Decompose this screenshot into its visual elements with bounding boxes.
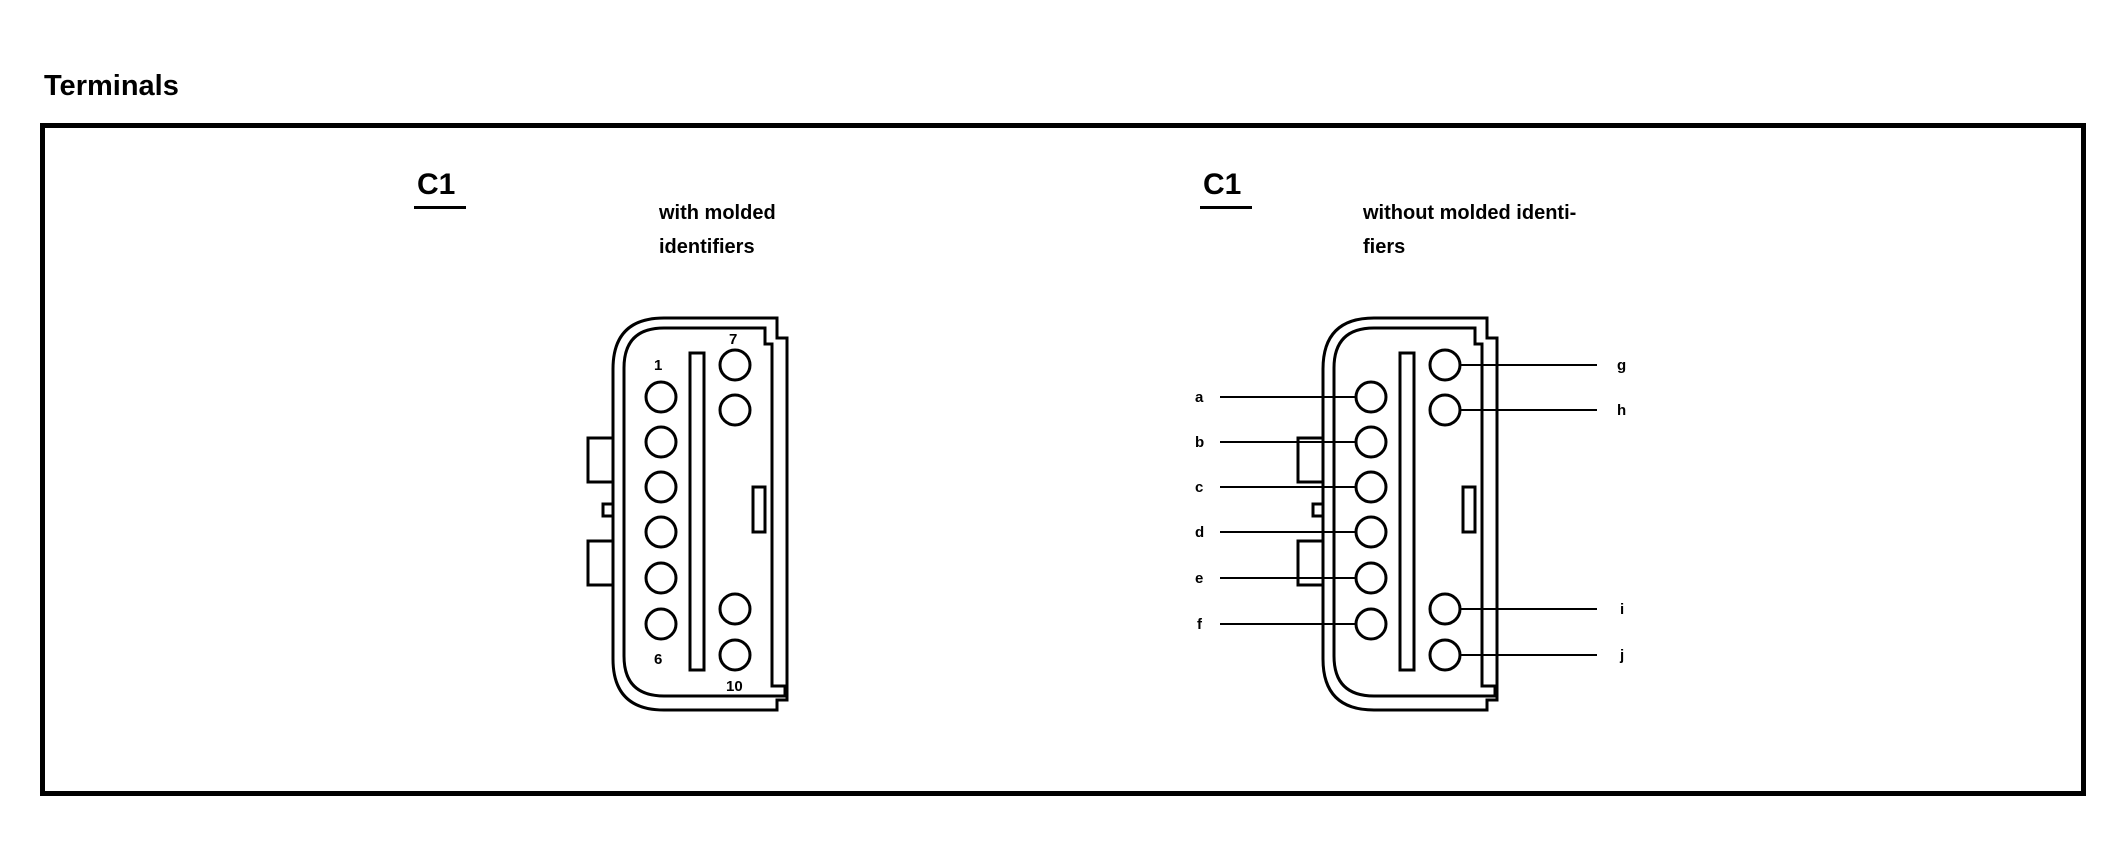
diagram-frame: [40, 123, 2086, 796]
pin-hole-left-1: [644, 380, 678, 414]
pin-hole-right-a: [1354, 380, 1388, 414]
pin-letter-a: a: [1195, 389, 1204, 406]
pin-letter-i: i: [1620, 601, 1624, 618]
pin-letter-d: d: [1195, 524, 1204, 541]
pin-hole-right-b: [1354, 425, 1388, 459]
pin-hole-left-5: [644, 561, 678, 595]
connector-right: [1296, 316, 1499, 712]
connector-title-right: C1: [1203, 168, 1242, 201]
pin-number-10: 10: [726, 678, 743, 695]
connector-right-outer-body: [1321, 316, 1499, 712]
connector-description-left: with molded identifiers: [659, 196, 776, 264]
connector-left-outer-body: [611, 316, 789, 712]
pin-hole-left-8: [718, 393, 752, 427]
pin-hole-left-7: [718, 348, 752, 382]
pin-number-6: 6: [654, 651, 662, 668]
pin-number-1: 1: [654, 357, 662, 374]
pin-hole-right-d: [1354, 515, 1388, 549]
pin-letter-j: j: [1619, 647, 1624, 664]
page-title: Terminals: [44, 70, 179, 102]
connector-right-inner-body: [1332, 326, 1497, 698]
connector-left-key: [601, 502, 615, 518]
pin-hole-right-i: [1428, 592, 1462, 626]
pin-hole-left-10: [718, 638, 752, 672]
connector-left-latch-top: [586, 436, 615, 484]
pin-hole-left-4: [644, 515, 678, 549]
pin-hole-right-j: [1428, 638, 1462, 672]
pin-letter-b: b: [1195, 434, 1204, 451]
pin-hole-right-f: [1354, 607, 1388, 641]
pin-hole-left-2: [644, 425, 678, 459]
connector-description-left-line2: identifiers: [659, 236, 755, 258]
connector-left-divider: [688, 351, 706, 672]
pin-hole-left-9: [718, 592, 752, 626]
pin-hole-left-3: [644, 470, 678, 504]
connector-description-left-line1: with molded: [659, 202, 776, 224]
pin-hole-right-e: [1354, 561, 1388, 595]
connector-description-right-line1: without molded identi-: [1363, 202, 1577, 224]
connector-description-right: without molded identi- fiers: [1363, 196, 1576, 264]
connector-title-left: C1: [417, 168, 456, 201]
connector-title-underline-left: [414, 206, 466, 209]
pin-hole-right-h: [1428, 393, 1462, 427]
connector-right-latch-bottom: [1296, 539, 1325, 587]
pin-letter-h: h: [1617, 402, 1626, 419]
connector-right-side-rib: [1461, 485, 1477, 534]
connector-right-divider: [1398, 351, 1416, 672]
pin-hole-right-c: [1354, 470, 1388, 504]
connector-right-key: [1311, 502, 1325, 518]
connector-title-underline-right: [1200, 206, 1252, 209]
leader-lines-right: [1220, 364, 1597, 656]
pin-number-7: 7: [729, 331, 737, 348]
connector-left-latch-bottom: [586, 539, 615, 587]
pin-letter-c: c: [1195, 479, 1203, 496]
pin-hole-right-g: [1428, 348, 1462, 382]
pin-hole-left-6: [644, 607, 678, 641]
connector-right-latch-top: [1296, 436, 1325, 484]
connector-left: [586, 316, 789, 712]
connector-left-inner-body: [622, 326, 787, 698]
connector-left-side-rib: [751, 485, 767, 534]
pin-letter-g: g: [1617, 357, 1626, 374]
pin-letter-e: e: [1195, 570, 1203, 587]
pin-letter-f: f: [1197, 616, 1203, 633]
connector-description-right-line2: fiers: [1363, 236, 1406, 258]
